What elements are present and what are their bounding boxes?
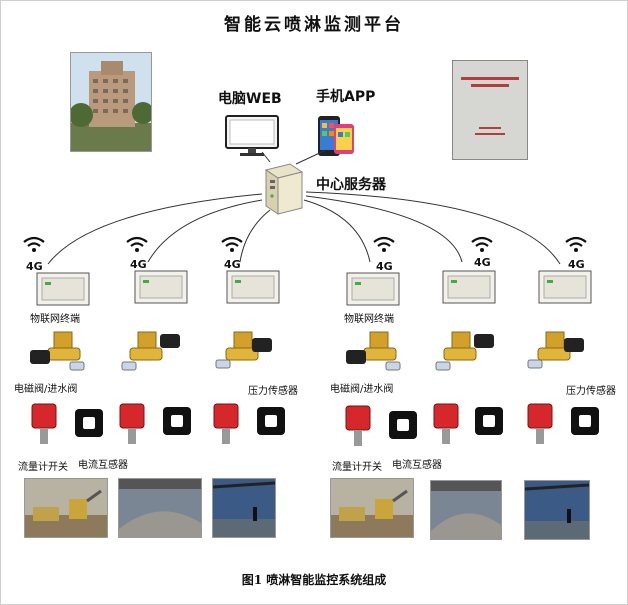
link-terminal-4 (303, 199, 371, 263)
flow-switch-icon (213, 403, 239, 444)
valve-label-left: 电磁阀/进水阀 (14, 384, 78, 395)
current-transformer-icon (163, 407, 191, 435)
wifi-icon (221, 236, 243, 252)
monitor-icon (225, 115, 279, 156)
link-server-app (295, 149, 327, 165)
phone-icon (318, 116, 354, 156)
link-terminal-2 (147, 199, 263, 263)
link-terminal-3 (239, 209, 271, 263)
page-title: 智能云喷淋监测平台 (224, 15, 404, 35)
pressure-sensor-label-left: 压力传感器 (248, 386, 298, 397)
valve-icon (215, 331, 272, 369)
net-label-6: 4G (568, 258, 585, 271)
valve-icon (435, 331, 494, 371)
net-label-1: 4G (26, 260, 43, 273)
terminal-box-icon (538, 270, 592, 304)
stockpile-photo (118, 478, 202, 538)
wifi-icon (565, 236, 587, 252)
server-label: 中心服务器 (316, 177, 386, 193)
valve-icon (121, 331, 180, 371)
wifi-icon (126, 236, 148, 252)
current-transformer-label-right: 电流互感器 (392, 460, 442, 471)
link-terminal-5 (305, 195, 463, 263)
valve-icon (30, 331, 85, 371)
spray-shed-photo (524, 480, 590, 540)
flow-switch-icon (345, 405, 371, 446)
wifi-icon (23, 236, 45, 252)
net-label-2: 4G (130, 258, 147, 271)
flow-switch-icon (119, 403, 145, 444)
mobile-app-label: 手机APP (316, 89, 376, 105)
valve-icon (346, 331, 401, 371)
valve-icon (527, 331, 584, 369)
flow-switch-icon (31, 403, 57, 444)
terminal-box-icon (346, 272, 400, 306)
wifi-icon (471, 236, 493, 252)
spray-shed-photo (212, 478, 276, 538)
flow-switch-label-right: 流量计开关 (332, 462, 382, 473)
current-transformer-icon (475, 407, 503, 435)
net-label-3: 4G (224, 258, 241, 271)
current-transformer-label-left: 电流互感器 (78, 460, 128, 471)
document-photo (452, 60, 528, 160)
terminal-box-icon (442, 270, 496, 304)
current-transformer-icon (389, 411, 417, 439)
iot-terminal-label-right: 物联网终端 (344, 314, 394, 325)
link-server-web (261, 151, 271, 163)
stockpile-photo (430, 480, 502, 540)
building-photo (70, 52, 152, 152)
valve-label-right: 电磁阀/进水阀 (330, 384, 394, 395)
construction-photo (330, 478, 414, 538)
link-terminal-1 (47, 193, 263, 265)
net-label-4: 4G (376, 260, 393, 273)
wifi-icon (373, 236, 395, 252)
iot-terminal-label-left: 物联网终端 (30, 314, 80, 325)
terminal-box-icon (134, 270, 188, 304)
current-transformer-icon (75, 409, 103, 437)
terminal-box-icon (36, 272, 90, 306)
server-icon (264, 163, 304, 215)
construction-photo (24, 478, 108, 538)
flow-switch-label-left: 流量计开关 (18, 462, 68, 473)
current-transformer-icon (571, 407, 599, 435)
net-label-5: 4G (474, 256, 491, 269)
flow-switch-icon (433, 403, 459, 444)
link-terminal-6 (305, 191, 561, 265)
pressure-sensor-label-right: 压力传感器 (566, 386, 616, 397)
pc-web-label: 电脑WEB (218, 91, 282, 107)
terminal-box-icon (226, 270, 280, 304)
flow-switch-icon (527, 403, 553, 444)
current-transformer-icon (257, 407, 285, 435)
figure-caption: 图1 喷淋智能监控系统组成 (241, 573, 387, 587)
